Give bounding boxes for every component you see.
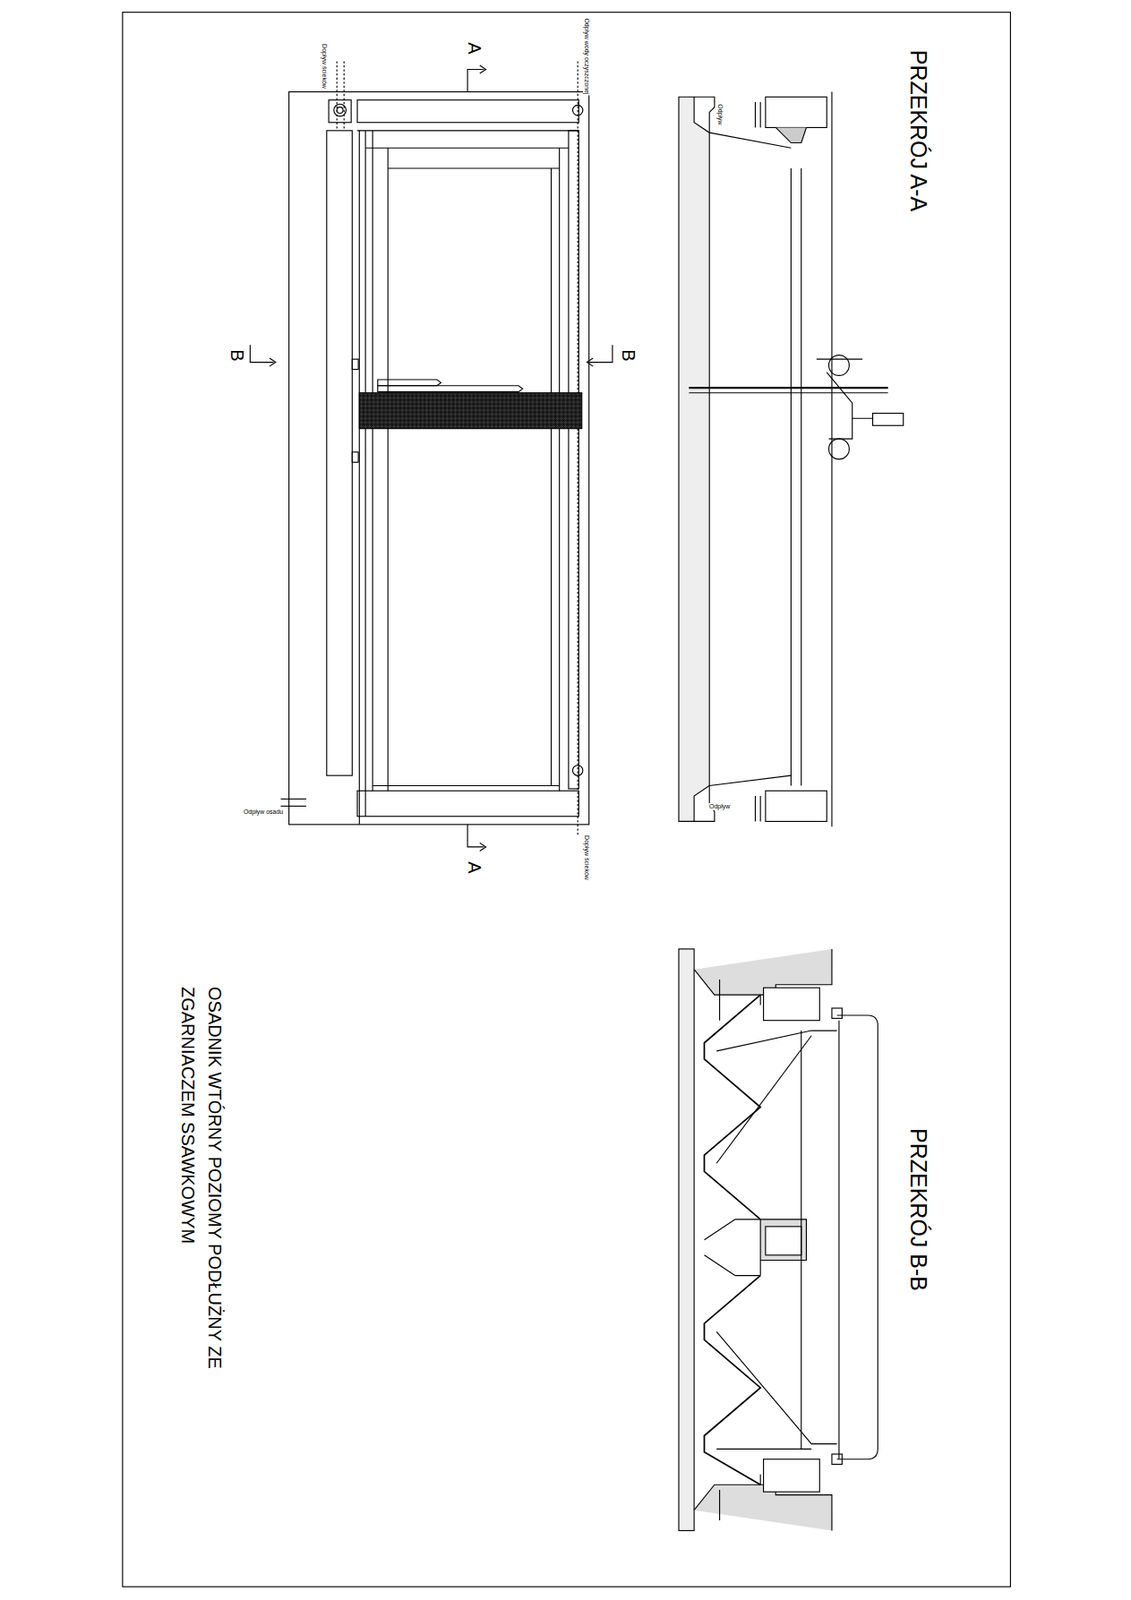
section-a-a <box>678 92 904 828</box>
pipe-label: Odpływ wody oczyszczonej <box>582 17 591 95</box>
pipe-label: Odpływ osadu <box>242 808 284 816</box>
section-b-b <box>678 949 878 1532</box>
sheet-border <box>122 12 1012 1588</box>
pipe-label: Dopływ ścieków <box>582 834 591 882</box>
pipe-label: Odpływ <box>708 802 731 810</box>
section-title: PRZEKRÓJ A-A <box>906 50 933 213</box>
plan-view <box>249 60 613 851</box>
drawing-title: OSADNIK WTÓRNY POZIOMY PODŁUŻNY ZE ZGARN… <box>174 986 229 1372</box>
section-letter: B <box>226 349 248 361</box>
section-letter: A <box>462 861 484 874</box>
section-title: PRZEKRÓJ B-B <box>906 1128 933 1292</box>
pipe-label: Dopływ ścieków <box>320 42 328 90</box>
section-letter: B <box>617 349 639 361</box>
pipe-label: Odpływ <box>716 102 724 126</box>
section-letter: A <box>462 42 484 54</box>
